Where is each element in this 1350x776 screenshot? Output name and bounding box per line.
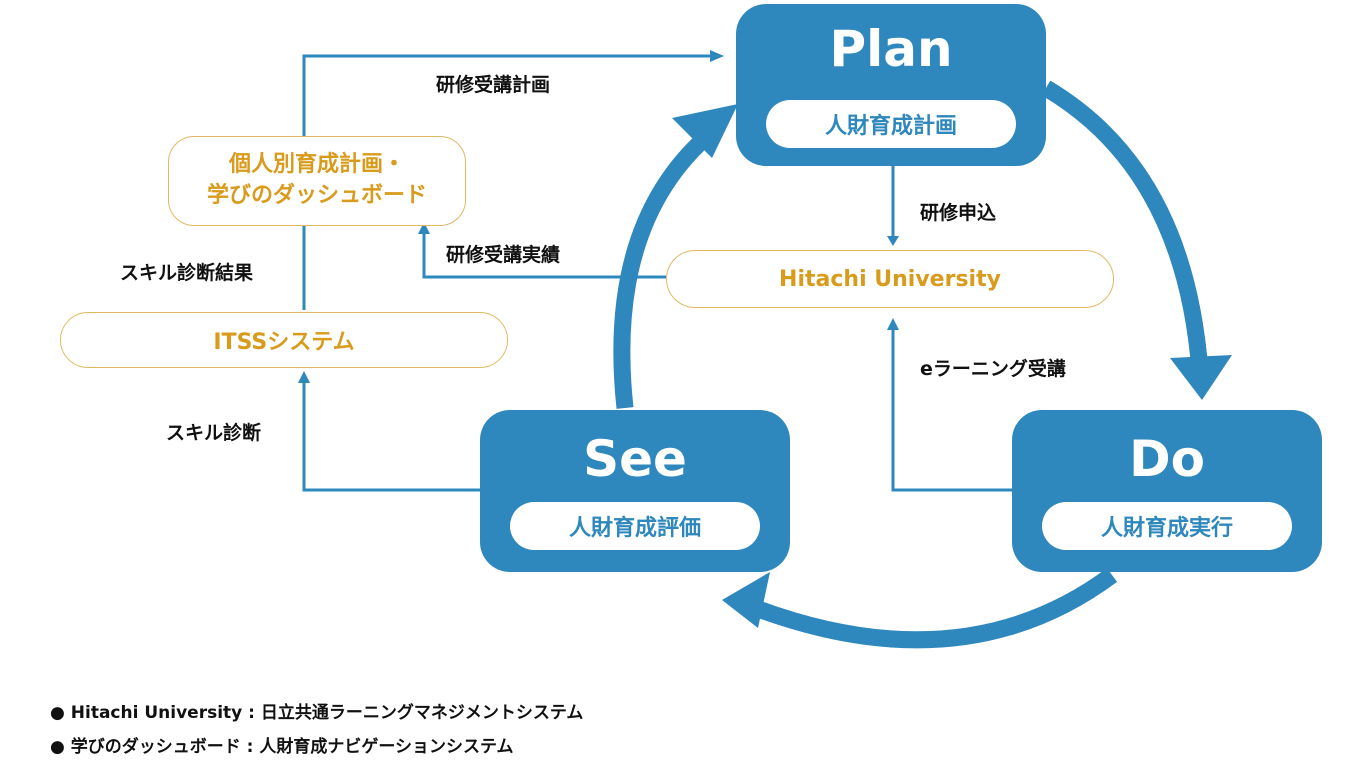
cycle-arc-plan-to-do — [1041, 80, 1209, 373]
legend-bullet: ● — [50, 703, 65, 723]
itss-system-pill: ITSSシステム — [60, 312, 508, 368]
arrowhead-training-plan — [710, 50, 724, 62]
connector-elearning — [891, 330, 1012, 492]
legend-item-dashboard: ● 学びのダッシュボード : 人財育成ナビゲーションシステム — [50, 732, 514, 757]
cycle-arc-see-to-plan — [613, 125, 718, 409]
cycle-arrows — [613, 80, 1209, 649]
arrowhead-elearning — [887, 318, 899, 330]
cycle-arrowheads — [672, 104, 1232, 628]
thin-arrowheads — [298, 50, 899, 383]
see-subtitle: 人財育成評価 — [510, 502, 760, 550]
arrowhead-training-application — [887, 236, 899, 246]
connector-skill-diagnosis — [302, 381, 480, 492]
legend-bullet: ● — [50, 737, 65, 757]
legend-item-hitachi-university: ● Hitachi University : 日立共通ラーニングマネジメントシス… — [50, 698, 583, 723]
plan-title: Plan — [829, 20, 953, 78]
label-skill-result: スキル診断結果 — [120, 262, 254, 284]
itss-system-label: ITSSシステム — [213, 330, 355, 355]
see-title: See — [583, 430, 687, 488]
plan-subtitle: 人財育成計画 — [766, 100, 1016, 148]
cycle-arc-do-to-see — [741, 568, 1118, 649]
personal-plan-label-line1: 個人別育成計画・ — [228, 152, 405, 178]
hitachi-university-label: Hitachi University — [779, 266, 1001, 292]
legend-text: Hitachi University : 日立共通ラーニングマネジメントシステム — [70, 703, 584, 723]
arrowhead-to-do — [1170, 355, 1232, 400]
label-training-application: 研修申込 — [920, 202, 997, 224]
label-skill-diagnosis: スキル診断 — [166, 422, 262, 444]
legend-text: 学びのダッシュボード : 人財育成ナビゲーションシステム — [70, 737, 514, 757]
label-elearning: eラーニング受講 — [920, 358, 1066, 380]
personal-plan-dashboard-pill: 個人別育成計画・ 学びのダッシュボード — [168, 136, 466, 226]
arrowhead-to-see — [722, 572, 770, 628]
label-training-plan: 研修受講計画 — [436, 74, 551, 96]
do-title: Do — [1129, 430, 1205, 488]
arrowhead-training-record — [418, 222, 430, 234]
arrowhead-to-plan — [672, 104, 738, 158]
arrowhead-skill-diagnosis — [298, 371, 310, 383]
label-training-record: 研修受講実績 — [446, 244, 561, 266]
connector-training-record — [422, 232, 666, 279]
see-box: See 人財育成評価 — [480, 410, 790, 572]
personal-plan-label-line2: 学びのダッシュボード — [206, 183, 427, 208]
plan-box: Plan 人財育成計画 — [736, 4, 1046, 166]
do-subtitle: 人財育成実行 — [1042, 502, 1292, 550]
hitachi-university-pill: Hitachi University — [666, 250, 1114, 308]
do-box: Do 人財育成実行 — [1012, 410, 1322, 572]
